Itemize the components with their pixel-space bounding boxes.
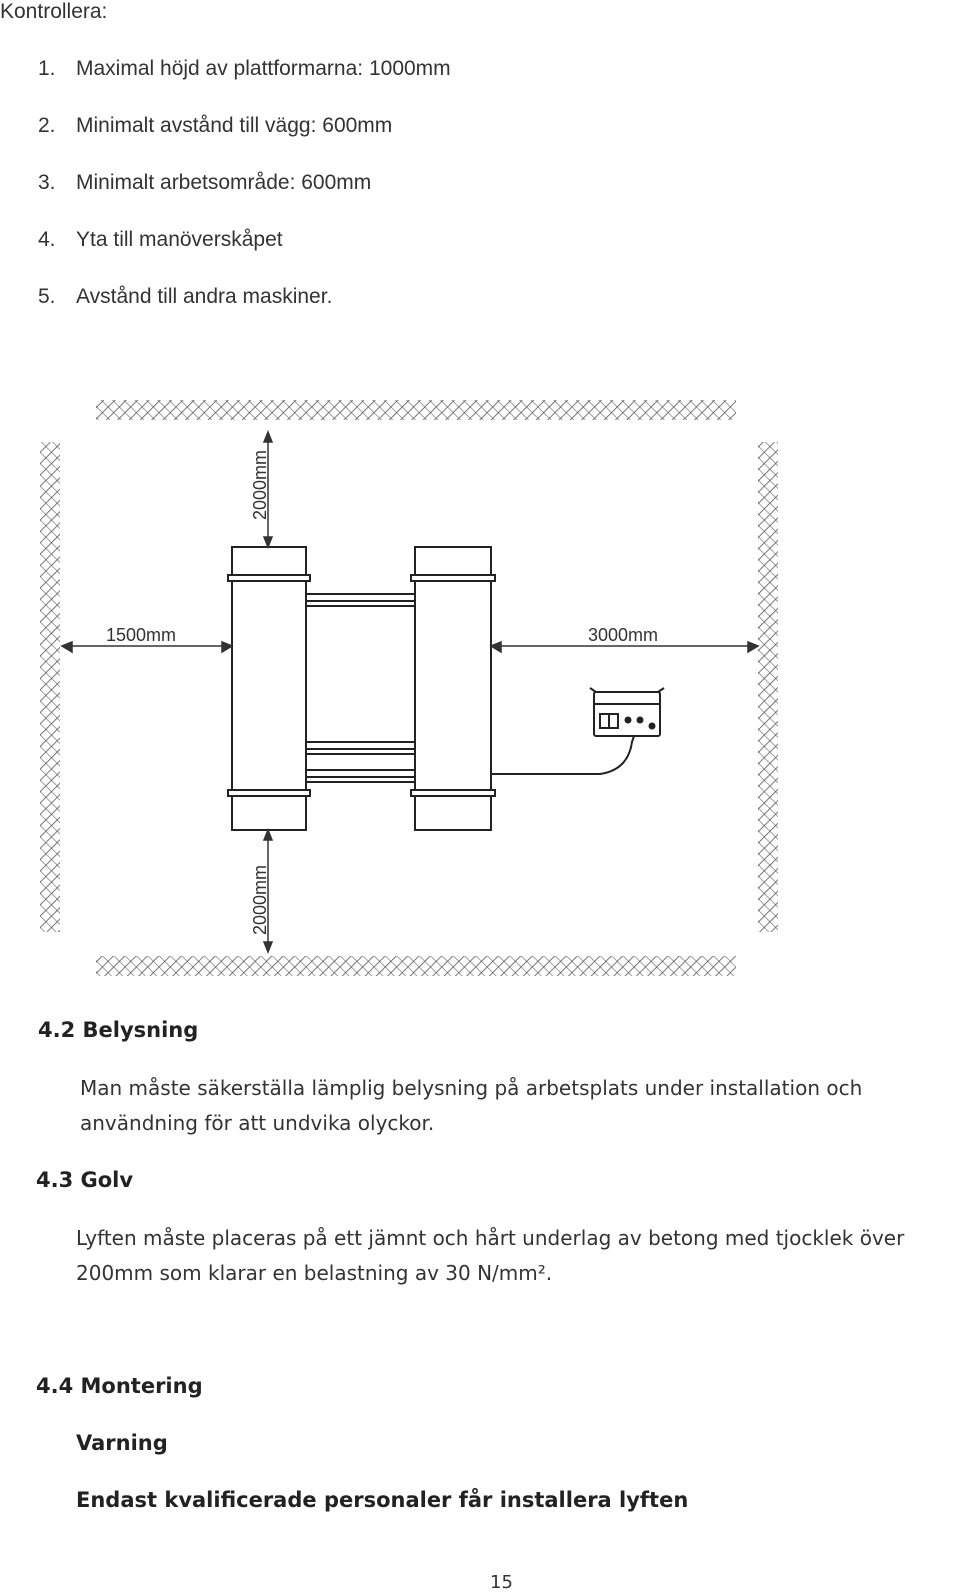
- dimension-label-left: 1500mm: [106, 625, 176, 645]
- list-item-text: Avstånd till andra maskiner.: [76, 285, 333, 308]
- wall-hatching: [40, 400, 778, 976]
- list-item-number: 3.: [38, 171, 56, 194]
- list-item-text: Minimalt arbetsområde: 600mm: [76, 171, 372, 194]
- control-cabinet: [491, 687, 665, 775]
- dimension-label-top: 2000mm: [250, 450, 270, 520]
- right-platform: [414, 546, 492, 831]
- list-item-number: 2.: [38, 114, 56, 137]
- list-item-text: Yta till manöverskåpet: [76, 228, 283, 251]
- list-item: 1. Maximal höjd av plattformarna: 1000mm: [38, 57, 451, 81]
- list-item-text: Maximal höjd av plattformarna: 1000mm: [76, 57, 451, 80]
- list-item: 4. Yta till manöverskåpet: [38, 228, 283, 252]
- list-item-text: Minimalt avstånd till vägg: 600mm: [76, 114, 393, 137]
- list-item: 3. Minimalt arbetsområde: 600mm: [38, 171, 371, 195]
- section-heading-floor: 4.3 Golv: [36, 1168, 134, 1192]
- section-heading-lighting: 4.2 Belysning: [38, 1018, 199, 1042]
- warning-text: Endast kvalificerade personaler får inst…: [76, 1488, 689, 1512]
- dimension-lines: [60, 429, 760, 955]
- list-item-number: 5.: [38, 285, 56, 308]
- section-heading-mounting: 4.4 Montering: [36, 1374, 203, 1398]
- section-body-floor: Lyften måste placeras på ett jämnt och h…: [76, 1226, 905, 1285]
- section-body-lighting: Man måste säkerställa lämplig belysning …: [80, 1076, 863, 1135]
- dimension-label-bottom: 2000mm: [250, 865, 270, 935]
- section-intro-label: Kontrollera:: [0, 0, 108, 23]
- page-number: 15: [490, 1572, 513, 1593]
- list-item: 5. Avstånd till andra maskiner.: [38, 285, 332, 309]
- lift-platforms: [227, 546, 496, 831]
- dimension-label-right: 3000mm: [588, 625, 658, 645]
- list-item-number: 1.: [38, 57, 56, 80]
- list-item-number: 4.: [38, 228, 56, 251]
- warning-label: Varning: [76, 1431, 168, 1455]
- left-platform: [231, 546, 307, 831]
- installation-diagram: 2000mm 2000mm 1500mm 3000mm: [40, 400, 778, 976]
- list-item: 2. Minimalt avstånd till vägg: 600mm: [38, 114, 392, 138]
